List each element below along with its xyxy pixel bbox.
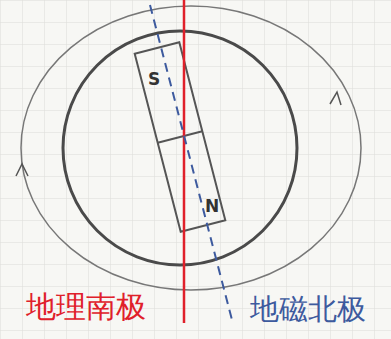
- pole-letter: S: [148, 70, 160, 89]
- magnetic-axis: [150, 5, 232, 320]
- field-arrow: [16, 164, 28, 176]
- axis-label: 地理南极: [26, 290, 146, 323]
- magnet-divider: [158, 131, 203, 143]
- geographic-axis: [183, 0, 186, 323]
- bar-magnet: [135, 42, 226, 232]
- axis-label: 地磁北极: [250, 294, 366, 326]
- field-arrow: [330, 92, 341, 105]
- field-line-loop: [21, 6, 361, 290]
- pole-letter: N: [205, 197, 219, 216]
- earth-circle: [63, 31, 297, 265]
